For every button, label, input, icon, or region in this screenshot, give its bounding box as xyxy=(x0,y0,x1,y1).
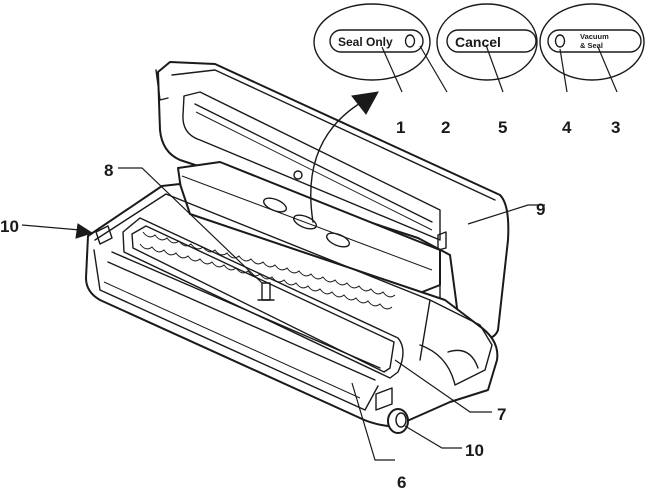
base xyxy=(85,183,499,434)
panel-button-vacuum-seal xyxy=(325,232,351,248)
cancel-detail: Cancel xyxy=(436,3,538,81)
vacuum-seal-detail-oval xyxy=(539,3,645,81)
base-right-side xyxy=(419,299,493,386)
leader-2 xyxy=(419,45,448,93)
leader-10-left-arrowhead xyxy=(75,223,94,239)
seal-only-button xyxy=(329,29,424,53)
vacuum-seal-indicator-light xyxy=(554,34,566,48)
seal-only-label: Seal Only xyxy=(338,35,393,49)
lid-gasket-inner xyxy=(194,103,433,223)
vacuum-seal-button xyxy=(547,29,642,53)
leader-3 xyxy=(597,46,618,93)
lid-latch-right xyxy=(437,231,447,251)
base-front-face xyxy=(93,249,379,411)
cancel-button xyxy=(446,29,537,53)
right-round-release-button xyxy=(387,408,409,434)
callout-5: 5 xyxy=(498,118,507,137)
vacuum-seal-detail: Vacuum & Seal xyxy=(539,3,645,81)
lid-rim-line xyxy=(171,69,496,201)
right-release-square xyxy=(375,387,393,411)
panel-button-cancel xyxy=(292,214,318,230)
drip-tray-ridges-lower xyxy=(139,243,393,310)
callout-2: 2 xyxy=(441,118,450,137)
callout-10-right: 10 xyxy=(465,441,484,460)
seal-only-detail-oval xyxy=(313,3,431,81)
control-panel-edge xyxy=(181,175,433,271)
seal-only-detail: Seal Only xyxy=(313,3,431,81)
callout-7: 7 xyxy=(497,405,506,424)
callout-9: 9 xyxy=(536,200,545,219)
lid-gasket-frame xyxy=(182,91,441,241)
lid-latch-left xyxy=(155,69,169,101)
leader-7 xyxy=(394,359,492,413)
lid-outer-shell xyxy=(157,61,510,339)
leader-5 xyxy=(485,44,504,93)
arrow-shaft xyxy=(310,101,363,223)
leader-10-right xyxy=(404,425,462,449)
callout-10-left: 10 xyxy=(0,217,19,236)
base-top-rim xyxy=(94,193,431,361)
leader-9 xyxy=(467,204,545,225)
lid-screw xyxy=(293,170,303,180)
vacuum-channel-outer xyxy=(122,217,404,379)
base-lower-edge xyxy=(103,281,361,399)
callout-3: 3 xyxy=(611,118,620,137)
vacuum-seal-label-line1: Vacuum xyxy=(580,32,609,41)
panel-button-seal-only xyxy=(262,197,288,213)
left-release-button xyxy=(95,225,113,245)
leader-6 xyxy=(351,382,395,461)
lid-sealing-strip xyxy=(195,111,433,231)
right-round-release-button-inner xyxy=(395,412,407,428)
leader-4 xyxy=(559,48,568,93)
lid xyxy=(155,61,510,339)
leader-8 xyxy=(118,167,263,284)
callout-6: 6 xyxy=(397,473,406,492)
callout-8: 8 xyxy=(104,161,113,180)
arrow-head xyxy=(351,91,379,115)
drip-tray-ridges-upper xyxy=(142,231,396,298)
callout-1: 1 xyxy=(396,118,405,137)
leader-1 xyxy=(381,46,403,93)
cancel-detail-oval xyxy=(436,3,538,81)
vacuum-seal-label-line2: & Seal xyxy=(580,41,603,50)
cancel-label: Cancel xyxy=(455,34,501,50)
seal-only-indicator-light xyxy=(404,34,416,48)
base-front-groove-bottom xyxy=(107,261,376,381)
base-hinge-arch xyxy=(447,349,479,369)
leader-10-left xyxy=(21,224,81,231)
callout-4: 4 xyxy=(562,118,572,137)
vacuum-channel-inner xyxy=(131,225,395,373)
